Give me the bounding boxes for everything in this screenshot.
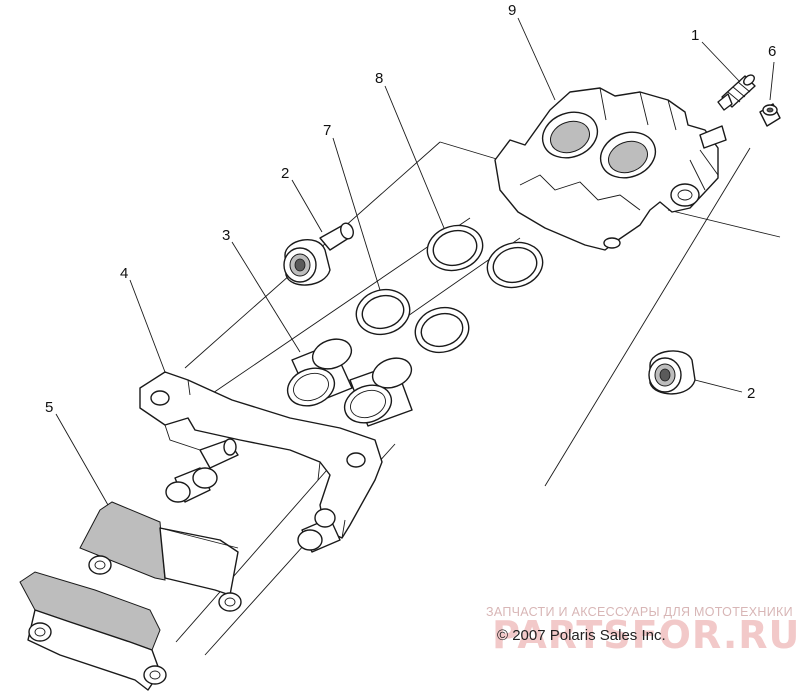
copyright-notice: © 2007 Polaris Sales Inc. [497,627,666,644]
callout-8: 8 [375,70,383,87]
callout-6: 6 [768,43,776,60]
callout-9: 9 [508,2,516,19]
watermark: ЗАПЧАСТИ И АКСЕССУАРЫ ДЛЯ МОТОТЕХНИКИ PA… [486,605,800,657]
caliper-bracket [139,371,383,553]
callout-2-right: 2 [747,385,755,402]
pistons [286,338,413,427]
bleeder-screw [717,74,756,111]
watermark-tagline: ЗАПЧАСТИ И АКСЕССУАРЫ ДЛЯ МОТОТЕХНИКИ [486,605,793,619]
callout-1: 1 [691,27,699,44]
slide-pin-boot-right [648,350,696,395]
brake-pads [19,501,242,691]
callout-3: 3 [222,227,230,244]
slide-pin-boot-left [283,222,354,286]
piston-seals [426,224,544,289]
bleeder-cap [759,103,781,127]
callout-5: 5 [45,399,53,416]
dust-seals [355,288,470,354]
callout-2-left: 2 [281,165,289,182]
assembly-lines [175,141,781,656]
watermark-site: PARTSFOR.RU [492,613,800,657]
callout-4: 4 [120,265,128,282]
callout-7: 7 [323,122,331,139]
callout-leaders [55,17,775,506]
callout-labels: 1 2 2 3 4 5 6 7 8 9 [45,2,776,416]
caliper-body [494,87,727,251]
